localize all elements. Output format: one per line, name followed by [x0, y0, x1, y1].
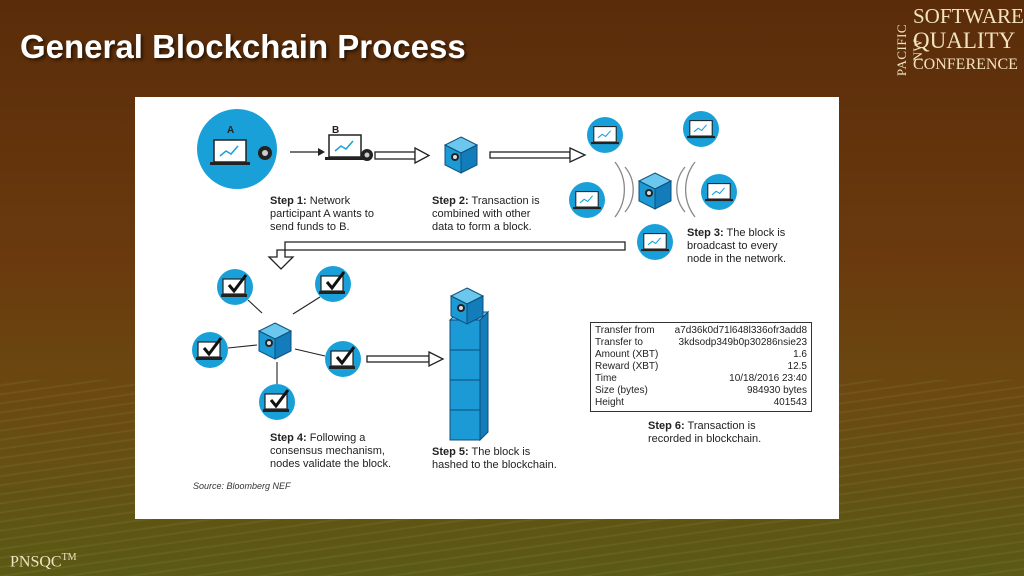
arrow-a-to-b-head — [318, 148, 325, 156]
logo-line-1: SOFTWARE — [913, 4, 1024, 28]
diagram-panel: A B — [135, 97, 839, 519]
block-cube-broadcast — [638, 172, 672, 210]
broadcast-node-1 — [587, 117, 623, 153]
record-row: Amount (XBT)1.6 — [595, 349, 807, 360]
broadcast-node-4 — [701, 174, 737, 210]
validator-node-1 — [215, 267, 255, 307]
node-b-laptop — [324, 134, 373, 161]
footer-text: PNSQC — [10, 553, 62, 571]
block-cube-consensus — [258, 322, 292, 360]
return-arrow — [267, 241, 626, 270]
block-cube-step2 — [444, 136, 478, 174]
validator-node-2 — [313, 264, 353, 304]
consensus-arrows — [227, 296, 326, 384]
blockchain-stack — [448, 310, 490, 442]
validator-node-4 — [323, 339, 363, 379]
arrow-step4-to-step5 — [366, 350, 445, 368]
broadcast-node-3 — [569, 182, 605, 218]
footer-brand: PNSQCTM — [10, 552, 77, 571]
arrow-step1-to-step2 — [374, 146, 431, 165]
node-b-label: B — [332, 125, 339, 136]
source-note: Source: Bloomberg NEF — [193, 481, 291, 491]
node-a-circle — [197, 109, 277, 189]
validator-node-3 — [190, 330, 230, 370]
conference-logo: PACIFIC NW SOFTWARE QUALITY CONFERENCE — [894, 4, 1024, 76]
record-row: Size (bytes)984930 bytes — [595, 385, 807, 396]
broadcast-node-5 — [637, 224, 673, 260]
logo-line-3: CONFERENCE — [913, 56, 1018, 73]
logo-line-2: QUALITY — [913, 28, 1016, 53]
validator-node-5 — [257, 382, 297, 422]
broadcast-node-2 — [683, 111, 719, 147]
slide-title: General Blockchain Process — [20, 28, 466, 65]
new-block-cube — [450, 287, 484, 325]
footer-tm: TM — [61, 552, 77, 563]
broadcast-waves — [614, 161, 696, 218]
arrow-step2-to-step3 — [489, 146, 587, 164]
diagram-canvas: A B — [190, 109, 737, 442]
record-row: Reward (XBT)12.5 — [595, 361, 807, 372]
node-a-label: A — [227, 125, 234, 136]
